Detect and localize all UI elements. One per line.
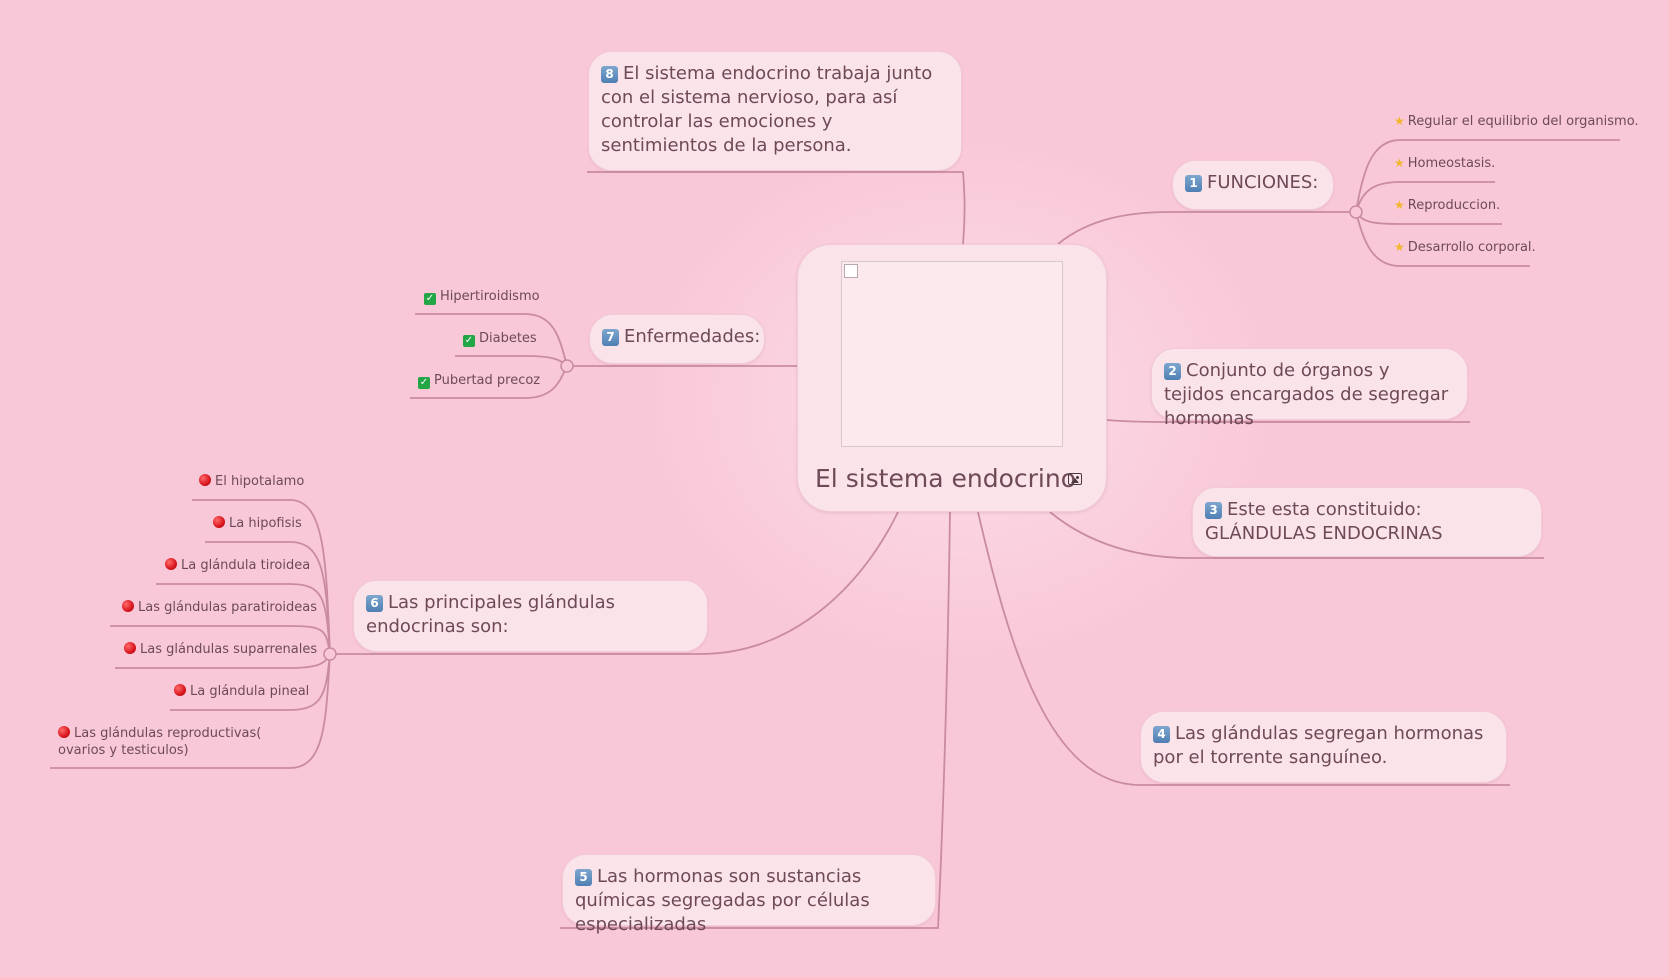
- glandulas-item-7[interactable]: Las glándulas reproductivas( ovarios y t…: [58, 726, 262, 758]
- star-icon: ★: [1394, 114, 1405, 128]
- glandulas-item-3[interactable]: La glándula tiroidea: [165, 557, 310, 574]
- funciones-branch-4: [1355, 211, 1530, 267]
- number-6-icon: 6: [366, 595, 383, 612]
- enfermedades-item-2[interactable]: ✓Diabetes: [463, 331, 537, 347]
- enfermedades-item-3[interactable]: ✓Pubertad precoz: [418, 373, 541, 389]
- glandulas-branch-6: [170, 653, 331, 711]
- connector-1: [1057, 211, 1355, 245]
- star-icon: ★: [1394, 198, 1405, 212]
- connector-6: [330, 511, 899, 655]
- funciones-junction: [1349, 205, 1363, 219]
- red-circle-icon: [165, 558, 177, 570]
- central-topic[interactable]: El sistema endocrino: [797, 244, 1107, 512]
- number-5-icon: 5: [575, 869, 592, 886]
- enfermedades-item-1[interactable]: ✓Hipertiroidismo: [424, 289, 540, 305]
- number-8-icon: 8: [601, 66, 618, 83]
- broken-image-icon: [844, 264, 858, 278]
- glandulas-item-4[interactable]: Las glándulas paratiroideas: [122, 599, 317, 616]
- connector-2: [1106, 419, 1470, 423]
- funciones-item-2[interactable]: ★Homeostasis.: [1394, 156, 1496, 171]
- glandulas-item-6[interactable]: La glándula pineal: [174, 683, 309, 700]
- topic-4-text: Las glándulas segregan hormonas por el t…: [1153, 723, 1484, 768]
- glandulas-junction: [323, 647, 337, 661]
- glandulas-item-2[interactable]: La hipofisis: [213, 515, 302, 532]
- number-7-icon: 7: [602, 329, 619, 346]
- enfermedades-branch-1: [415, 313, 568, 367]
- topic-1-text: FUNCIONES:: [1207, 172, 1319, 193]
- red-circle-icon: [122, 600, 134, 612]
- topic-8-text: El sistema endocrino trabaja junto con e…: [601, 63, 933, 156]
- red-circle-icon: [174, 684, 186, 696]
- funciones-branch-1: [1355, 139, 1620, 213]
- topic-5-text: Las hormonas son sustancias químicas seg…: [575, 866, 870, 935]
- central-image[interactable]: [841, 261, 1063, 447]
- funciones-item-3[interactable]: ★Reproduccion.: [1394, 198, 1501, 213]
- topic-1[interactable]: 1 FUNCIONES:: [1172, 160, 1334, 210]
- red-circle-icon: [124, 642, 136, 654]
- image-icon[interactable]: [1068, 473, 1082, 485]
- number-3-icon: 3: [1205, 502, 1222, 519]
- glandulas-branch-3: [156, 583, 331, 655]
- connector-3: [1049, 511, 1544, 559]
- red-circle-icon: [213, 516, 225, 528]
- glandulas-branch-7: [50, 653, 331, 769]
- enfermedades-junction: [560, 359, 574, 373]
- red-circle-icon: [58, 726, 70, 738]
- number-2-icon: 2: [1164, 363, 1181, 380]
- enfermedades-branch-2: [455, 355, 568, 367]
- number-1-icon: 1: [1185, 175, 1202, 192]
- funciones-item-1[interactable]: ★Regular el equilibrio del organismo.: [1394, 114, 1639, 129]
- red-circle-icon: [199, 474, 211, 486]
- topic-3-text: Este esta constituido: GLÁNDULAS ENDOCRI…: [1205, 499, 1443, 544]
- number-4-icon: 4: [1153, 726, 1170, 743]
- glandulas-branch-4: [110, 625, 331, 655]
- star-icon: ★: [1394, 156, 1405, 170]
- connector-8: [587, 171, 966, 245]
- connector-4: [977, 511, 1510, 786]
- connector-5: [560, 511, 951, 929]
- checkbox-checked-icon: ✓: [418, 377, 430, 389]
- funciones-item-4[interactable]: ★Desarrollo corporal.: [1394, 240, 1536, 255]
- glandulas-item-5[interactable]: Las glándulas suparrenales: [124, 641, 317, 658]
- topic-7[interactable]: 7 Enfermedades:: [589, 314, 765, 364]
- topic-7-text: Enfermedades:: [624, 326, 761, 347]
- central-title: El sistema endocrino: [815, 464, 1076, 493]
- topic-2-text: Conjunto de órganos y tejidos encargados…: [1164, 360, 1449, 429]
- topic-6-text: Las principales glándulas endocrinas son…: [366, 592, 616, 637]
- star-icon: ★: [1394, 240, 1405, 254]
- checkbox-checked-icon: ✓: [424, 293, 436, 305]
- glandulas-item-1[interactable]: El hipotalamo: [199, 473, 304, 490]
- checkbox-checked-icon: ✓: [463, 335, 475, 347]
